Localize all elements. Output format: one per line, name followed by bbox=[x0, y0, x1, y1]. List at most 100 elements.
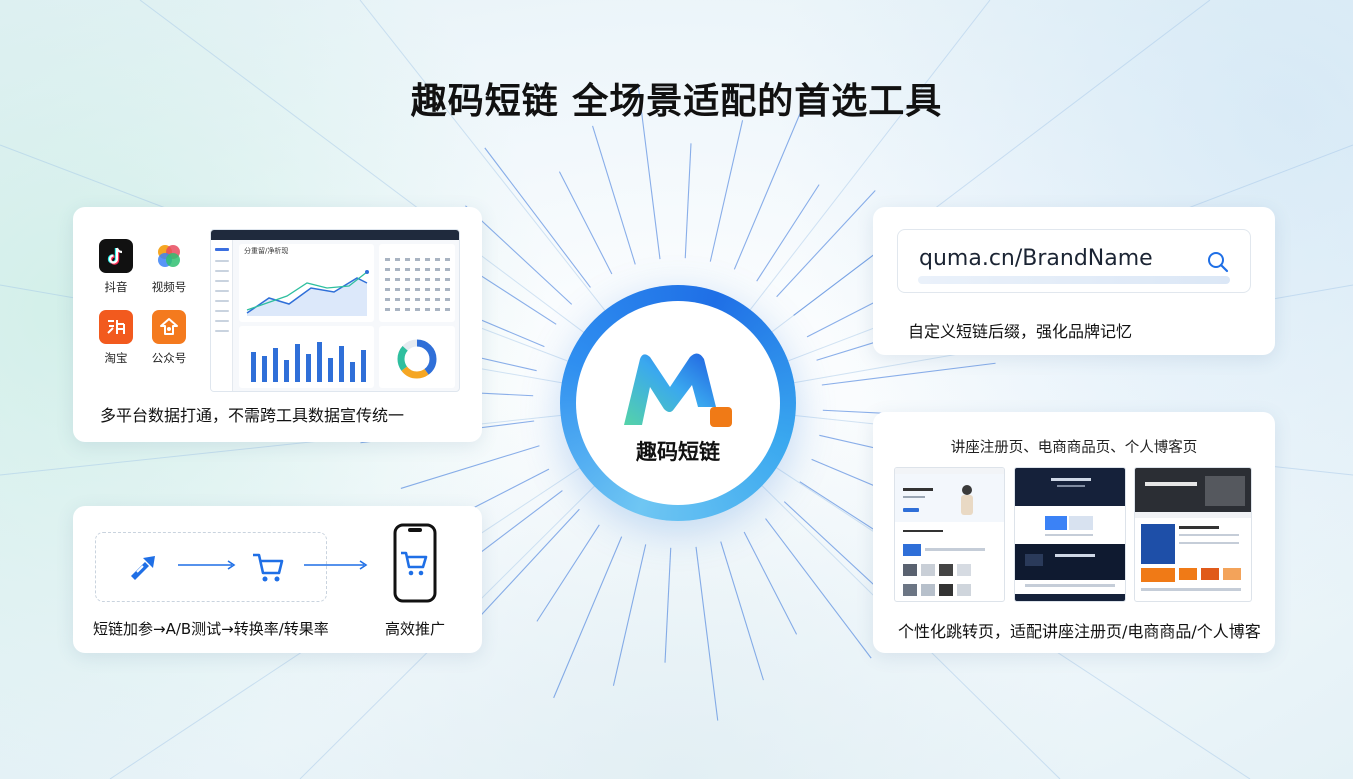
ray-line bbox=[400, 445, 540, 489]
ray-line bbox=[465, 205, 573, 305]
platform-official-account: 公众号 bbox=[139, 310, 199, 366]
phone-cart-icon bbox=[393, 523, 437, 603]
ray-line bbox=[592, 125, 636, 265]
calendar-cell bbox=[435, 268, 440, 271]
official-account-icon bbox=[152, 310, 186, 344]
search-icon[interactable] bbox=[1206, 250, 1230, 274]
donut-chart bbox=[397, 339, 437, 379]
calendar-cell bbox=[395, 278, 400, 281]
calendar-cell bbox=[415, 268, 420, 271]
mini-bar bbox=[273, 348, 278, 382]
douyin-icon bbox=[99, 239, 133, 273]
url-input[interactable]: quma.cn/BrandName bbox=[897, 229, 1251, 293]
calendar-cell bbox=[395, 268, 400, 271]
calendar-cell bbox=[425, 308, 430, 311]
cart-icon bbox=[253, 553, 284, 582]
mini-bar bbox=[295, 344, 300, 382]
brand-logo-ring: 趣码短链 bbox=[560, 285, 796, 521]
brand-name: 趣码短链 bbox=[636, 440, 720, 464]
platform-label: 淘宝 bbox=[104, 351, 128, 365]
ray-line bbox=[637, 85, 661, 260]
bar-chart-panel bbox=[239, 326, 374, 388]
calendar-cell bbox=[445, 268, 450, 271]
donut-panel bbox=[379, 326, 455, 388]
calendar-cell bbox=[405, 288, 410, 291]
ray-line bbox=[612, 544, 647, 686]
dashboard-thumbnail: 分重留/净析现 bbox=[210, 229, 460, 392]
taobao-icon bbox=[99, 310, 133, 344]
calendar-cell bbox=[435, 288, 440, 291]
calendar-cell bbox=[435, 308, 440, 311]
landing-pages-card: 讲座注册页、电商商品页、个人博客页 bbox=[873, 412, 1275, 653]
abtest-caption: 短链加参→A/B测试→转换率/转果率 bbox=[93, 620, 329, 638]
custom-url-card: quma.cn/BrandName 自定义短链后缀，强化品牌记忆 bbox=[873, 207, 1275, 355]
calendar-cell bbox=[435, 278, 440, 281]
calendar-cell bbox=[405, 258, 410, 261]
calendar-cell bbox=[405, 268, 410, 271]
line-chart bbox=[246, 270, 369, 316]
calendar-cell bbox=[425, 278, 430, 281]
mini-bar bbox=[284, 360, 289, 382]
blog-page-thumbnail bbox=[1134, 467, 1252, 602]
calendar-cell bbox=[425, 268, 430, 271]
calendar-cell bbox=[445, 258, 450, 261]
bar-chart bbox=[251, 342, 366, 382]
calendar-cell bbox=[385, 288, 390, 291]
platform-douyin: 抖音 bbox=[86, 239, 146, 295]
calendar-cell bbox=[445, 308, 450, 311]
brand-logo-icon bbox=[624, 353, 732, 427]
ab-test-card: 短链加参→A/B测试→转换率/转果率 高效推广 bbox=[73, 506, 482, 653]
ray-line bbox=[709, 120, 744, 262]
calendar-cell bbox=[445, 298, 450, 301]
ray-line bbox=[776, 190, 876, 298]
calendar-cell bbox=[385, 308, 390, 311]
ray-line bbox=[480, 508, 580, 616]
calendar-cell bbox=[395, 258, 400, 261]
ecommerce-page-thumbnail bbox=[1014, 467, 1126, 602]
mini-bar bbox=[251, 352, 256, 382]
calendar-cell bbox=[425, 298, 430, 301]
platform-label: 抖音 bbox=[104, 280, 128, 294]
url-underline-bar bbox=[918, 276, 1230, 284]
dashboard-heading: 分重留/净析现 bbox=[244, 247, 289, 255]
platform-label: 视频号 bbox=[151, 280, 187, 294]
calendar-cell bbox=[385, 258, 390, 261]
calendar-cell bbox=[435, 258, 440, 261]
platforms-caption: 多平台数据打通，不需跨工具数据宣传统一 bbox=[100, 406, 405, 425]
calendar-cell bbox=[385, 278, 390, 281]
calendar-cell bbox=[415, 308, 420, 311]
dashboard-topbar bbox=[211, 230, 459, 240]
ray-line bbox=[684, 143, 692, 259]
lecture-page-thumbnail bbox=[894, 467, 1005, 602]
multi-platform-card: 抖音 视频号 淘宝 公众号 bbox=[73, 207, 482, 442]
url-value: quma.cn/BrandName bbox=[919, 246, 1153, 271]
mini-bar bbox=[262, 356, 267, 382]
arrow-icon bbox=[304, 560, 368, 570]
arrow-icon bbox=[178, 560, 236, 570]
ray-line bbox=[536, 524, 600, 622]
calendar-cell bbox=[395, 288, 400, 291]
ray-line bbox=[558, 171, 613, 275]
calendar-cell bbox=[415, 258, 420, 261]
calendar-cell bbox=[415, 298, 420, 301]
ray-line bbox=[765, 518, 872, 659]
ray-line bbox=[821, 362, 996, 386]
calendar-cell bbox=[405, 308, 410, 311]
promotion-caption: 高效推广 bbox=[385, 620, 446, 638]
mini-bar bbox=[350, 362, 355, 382]
ray-line bbox=[743, 531, 798, 635]
calendar-cell bbox=[385, 298, 390, 301]
calendar-cell bbox=[425, 258, 430, 261]
calendar-cell bbox=[395, 308, 400, 311]
ray-line bbox=[733, 107, 803, 270]
channels-icon bbox=[152, 239, 186, 273]
pages-heading: 讲座注册页、电商商品页、个人博客页 bbox=[950, 440, 1198, 456]
calendar-cell bbox=[415, 278, 420, 281]
calendar-cell bbox=[445, 288, 450, 291]
platform-channels: 视频号 bbox=[139, 239, 199, 295]
calendar-cell bbox=[435, 298, 440, 301]
ray-line bbox=[695, 546, 719, 721]
ray-line bbox=[783, 501, 891, 601]
calendar-cell bbox=[395, 298, 400, 301]
ray-line bbox=[756, 184, 820, 282]
